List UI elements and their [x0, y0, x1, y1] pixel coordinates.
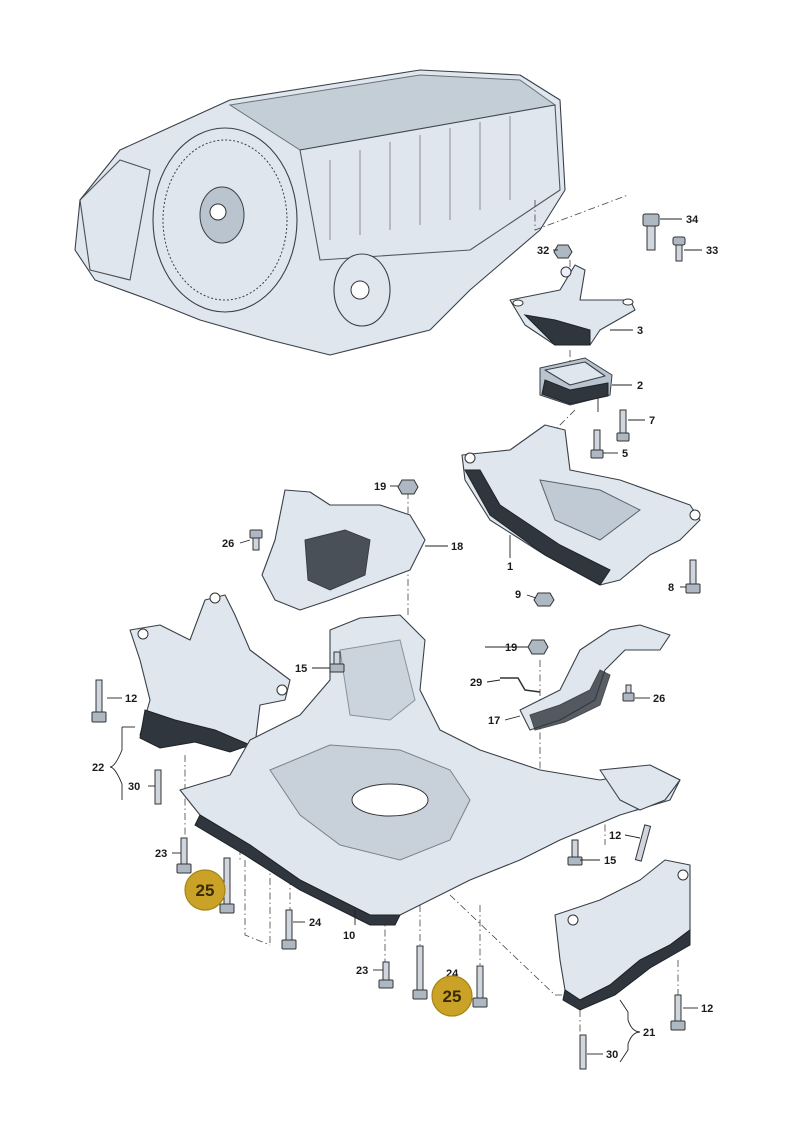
bolt-7	[616, 409, 630, 442]
part-labels: 34 33 32 3 2 7 5 1 8 9 19 18 26 15 12 22…	[92, 214, 718, 1061]
label-7: 7	[649, 415, 655, 427]
label-10: 10	[343, 930, 355, 942]
label-23-left: 23	[155, 848, 167, 860]
bolt-23-left	[176, 837, 192, 874]
nut-9	[533, 592, 555, 607]
bolt-30-left	[154, 769, 162, 805]
shield-17	[519, 624, 671, 731]
nut-19-right	[527, 639, 549, 655]
bolt-12-mid	[634, 824, 652, 862]
label-2: 2	[637, 380, 643, 392]
nut-32	[553, 244, 573, 259]
bolt-12-right	[670, 994, 686, 1031]
bolt-24-left	[281, 909, 297, 950]
bolt-12-left	[91, 679, 107, 723]
subframe-10	[179, 614, 681, 926]
label-18: 18	[451, 541, 463, 553]
flywheel	[152, 127, 298, 313]
right-mount-bracket-21	[554, 859, 691, 1011]
label-29: 29	[470, 677, 482, 689]
bolt-8	[685, 559, 701, 594]
clip-29	[500, 677, 541, 693]
bolt-34	[642, 213, 660, 251]
nut-19-top	[397, 479, 419, 495]
label-12-left: 12	[125, 693, 137, 705]
badge-25-right[interactable]: 25	[431, 975, 473, 1017]
bolt-33	[672, 236, 686, 262]
label-26-right: 26	[653, 693, 665, 705]
bolt-26-right	[622, 684, 635, 702]
label-19-right: 19	[505, 642, 517, 654]
transmission-assembly	[74, 69, 566, 356]
bolt-23-right	[378, 961, 394, 989]
label-1: 1	[507, 561, 513, 573]
engine-mount-2	[539, 357, 613, 412]
label-21: 21	[643, 1027, 655, 1039]
label-8: 8	[668, 582, 674, 594]
mount-bracket-3	[509, 264, 636, 346]
bolt-30-right	[579, 1034, 587, 1070]
bolt-15-right	[567, 839, 583, 866]
label-33: 33	[706, 245, 718, 257]
label-34: 34	[686, 214, 699, 226]
badge-25-left-text: 25	[196, 881, 215, 900]
leader-lines	[107, 218, 702, 1063]
badge-25-left[interactable]: 25	[184, 869, 226, 911]
label-23-right: 23	[356, 965, 368, 977]
label-12-right: 12	[701, 1003, 713, 1015]
label-12-mid: 12	[609, 830, 621, 842]
bolt-26-left	[249, 529, 263, 551]
bolt-5	[590, 429, 604, 459]
label-30-right: 30	[606, 1049, 618, 1061]
heat-shield-18	[261, 489, 426, 611]
label-22: 22	[92, 762, 104, 774]
label-19-top: 19	[374, 481, 386, 493]
left-mount-bracket-22	[129, 592, 291, 753]
bolt-24-right	[472, 965, 488, 1008]
label-3: 3	[637, 325, 643, 337]
label-15-left: 15	[295, 663, 307, 675]
label-32: 32	[537, 245, 549, 257]
label-17: 17	[488, 715, 500, 727]
label-24-left: 24	[309, 917, 322, 929]
label-26-left: 26	[222, 538, 234, 550]
bolt-25-left	[219, 857, 235, 914]
transmission-crossmember-1	[461, 424, 701, 586]
label-15-right: 15	[604, 855, 616, 867]
label-30-left: 30	[128, 781, 140, 793]
label-9: 9	[515, 589, 521, 601]
badge-25-right-text: 25	[443, 987, 462, 1006]
bolt-25-right	[412, 945, 428, 1000]
bolt-15-left	[329, 651, 345, 673]
label-5: 5	[622, 448, 628, 460]
